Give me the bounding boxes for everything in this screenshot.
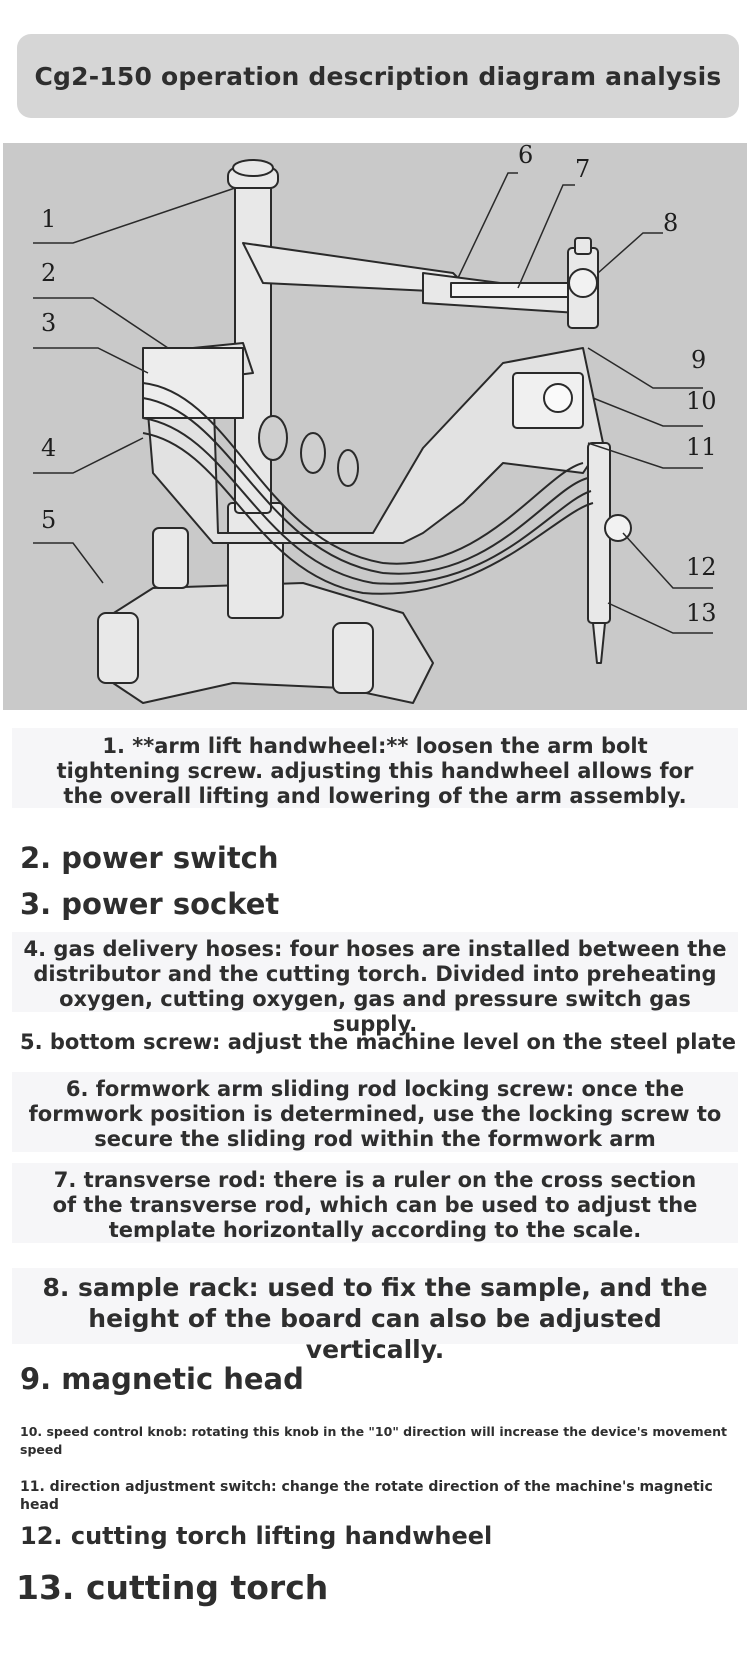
title-banner: Cg2-150 operation description diagram an… — [17, 34, 739, 118]
desc-11: 11. direction adjustment switch: change … — [20, 1479, 713, 1513]
page-title: Cg2-150 operation description diagram an… — [34, 61, 722, 91]
callout-2: 2 — [41, 259, 56, 287]
desc-9: 9. magnetic head — [20, 1362, 304, 1396]
callout-5: 5 — [41, 506, 56, 534]
callout-1: 1 — [41, 205, 56, 233]
callout-4: 4 — [41, 434, 56, 462]
callout-10: 10 — [686, 387, 717, 415]
desc-13: 13. cutting torch — [16, 1568, 329, 1607]
desc-band-6 — [12, 1072, 738, 1152]
callout-11: 11 — [686, 433, 717, 461]
callout-6: 6 — [518, 143, 533, 169]
desc-8: 8. sample rack: used to fix the sample, … — [42, 1273, 708, 1364]
callout-8: 8 — [663, 209, 678, 237]
desc-1: 1. **arm lift handwheel:** loosen the ar… — [56, 734, 694, 808]
callout-3: 3 — [41, 309, 56, 337]
machine-diagram: 1 2 3 4 5 6 7 8 9 10 11 12 13 — [3, 143, 747, 710]
callout-7: 7 — [575, 155, 590, 183]
desc-band-4 — [12, 932, 738, 1012]
desc-band-7 — [12, 1163, 738, 1243]
desc-10: 10. speed control knob: rotating this kn… — [20, 1424, 727, 1457]
callout-13: 13 — [686, 599, 717, 627]
desc-5: 5. bottom screw: adjust the machine leve… — [20, 1030, 736, 1054]
desc-3: 3. power socket — [20, 887, 280, 921]
callout-9: 9 — [691, 346, 706, 374]
machine-illustration: 1 2 3 4 5 6 7 8 9 10 11 12 13 — [33, 143, 717, 704]
desc-4: 4. gas delivery hoses: four hoses are in… — [23, 937, 727, 1036]
desc-6: 6. formwork arm sliding rod locking scre… — [28, 1077, 722, 1151]
desc-7: 7. transverse rod: there is a ruler on t… — [52, 1168, 698, 1242]
desc-band-1 — [12, 728, 738, 808]
desc-2: 2. power switch — [20, 841, 279, 875]
desc-band-8 — [12, 1268, 738, 1344]
callout-12: 12 — [686, 553, 717, 581]
desc-12: 12. cutting torch lifting handwheel — [20, 1522, 493, 1550]
